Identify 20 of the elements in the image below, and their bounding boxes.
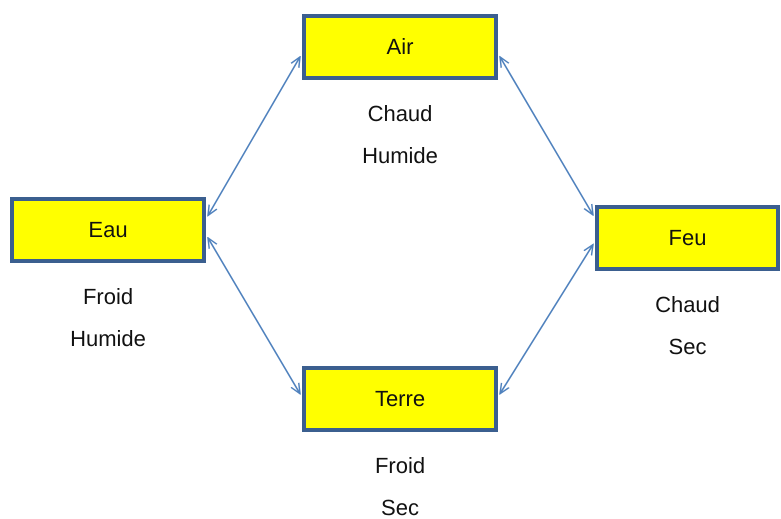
quality-label: Sec — [668, 333, 708, 361]
quality-label: Chaud — [654, 291, 721, 319]
double-arrow — [499, 56, 594, 216]
element-box — [302, 14, 498, 80]
double-arrow — [207, 56, 301, 216]
double-arrow — [499, 244, 594, 394]
element-name: Terre — [374, 386, 426, 412]
quality-label: Froid — [374, 452, 426, 480]
element-name: Feu — [668, 225, 706, 251]
element-box — [302, 366, 498, 432]
quality-label: Humide — [69, 325, 147, 353]
quality-label: Chaud — [366, 100, 434, 128]
quality-label: Froid — [82, 283, 134, 311]
element-name: Eau — [88, 217, 128, 243]
element-box — [10, 197, 206, 263]
double-arrow — [207, 237, 301, 394]
quality-label: Sec — [380, 494, 420, 519]
quality-label: Humide — [361, 142, 439, 170]
element-name: Air — [386, 34, 414, 60]
element-box — [595, 205, 780, 271]
